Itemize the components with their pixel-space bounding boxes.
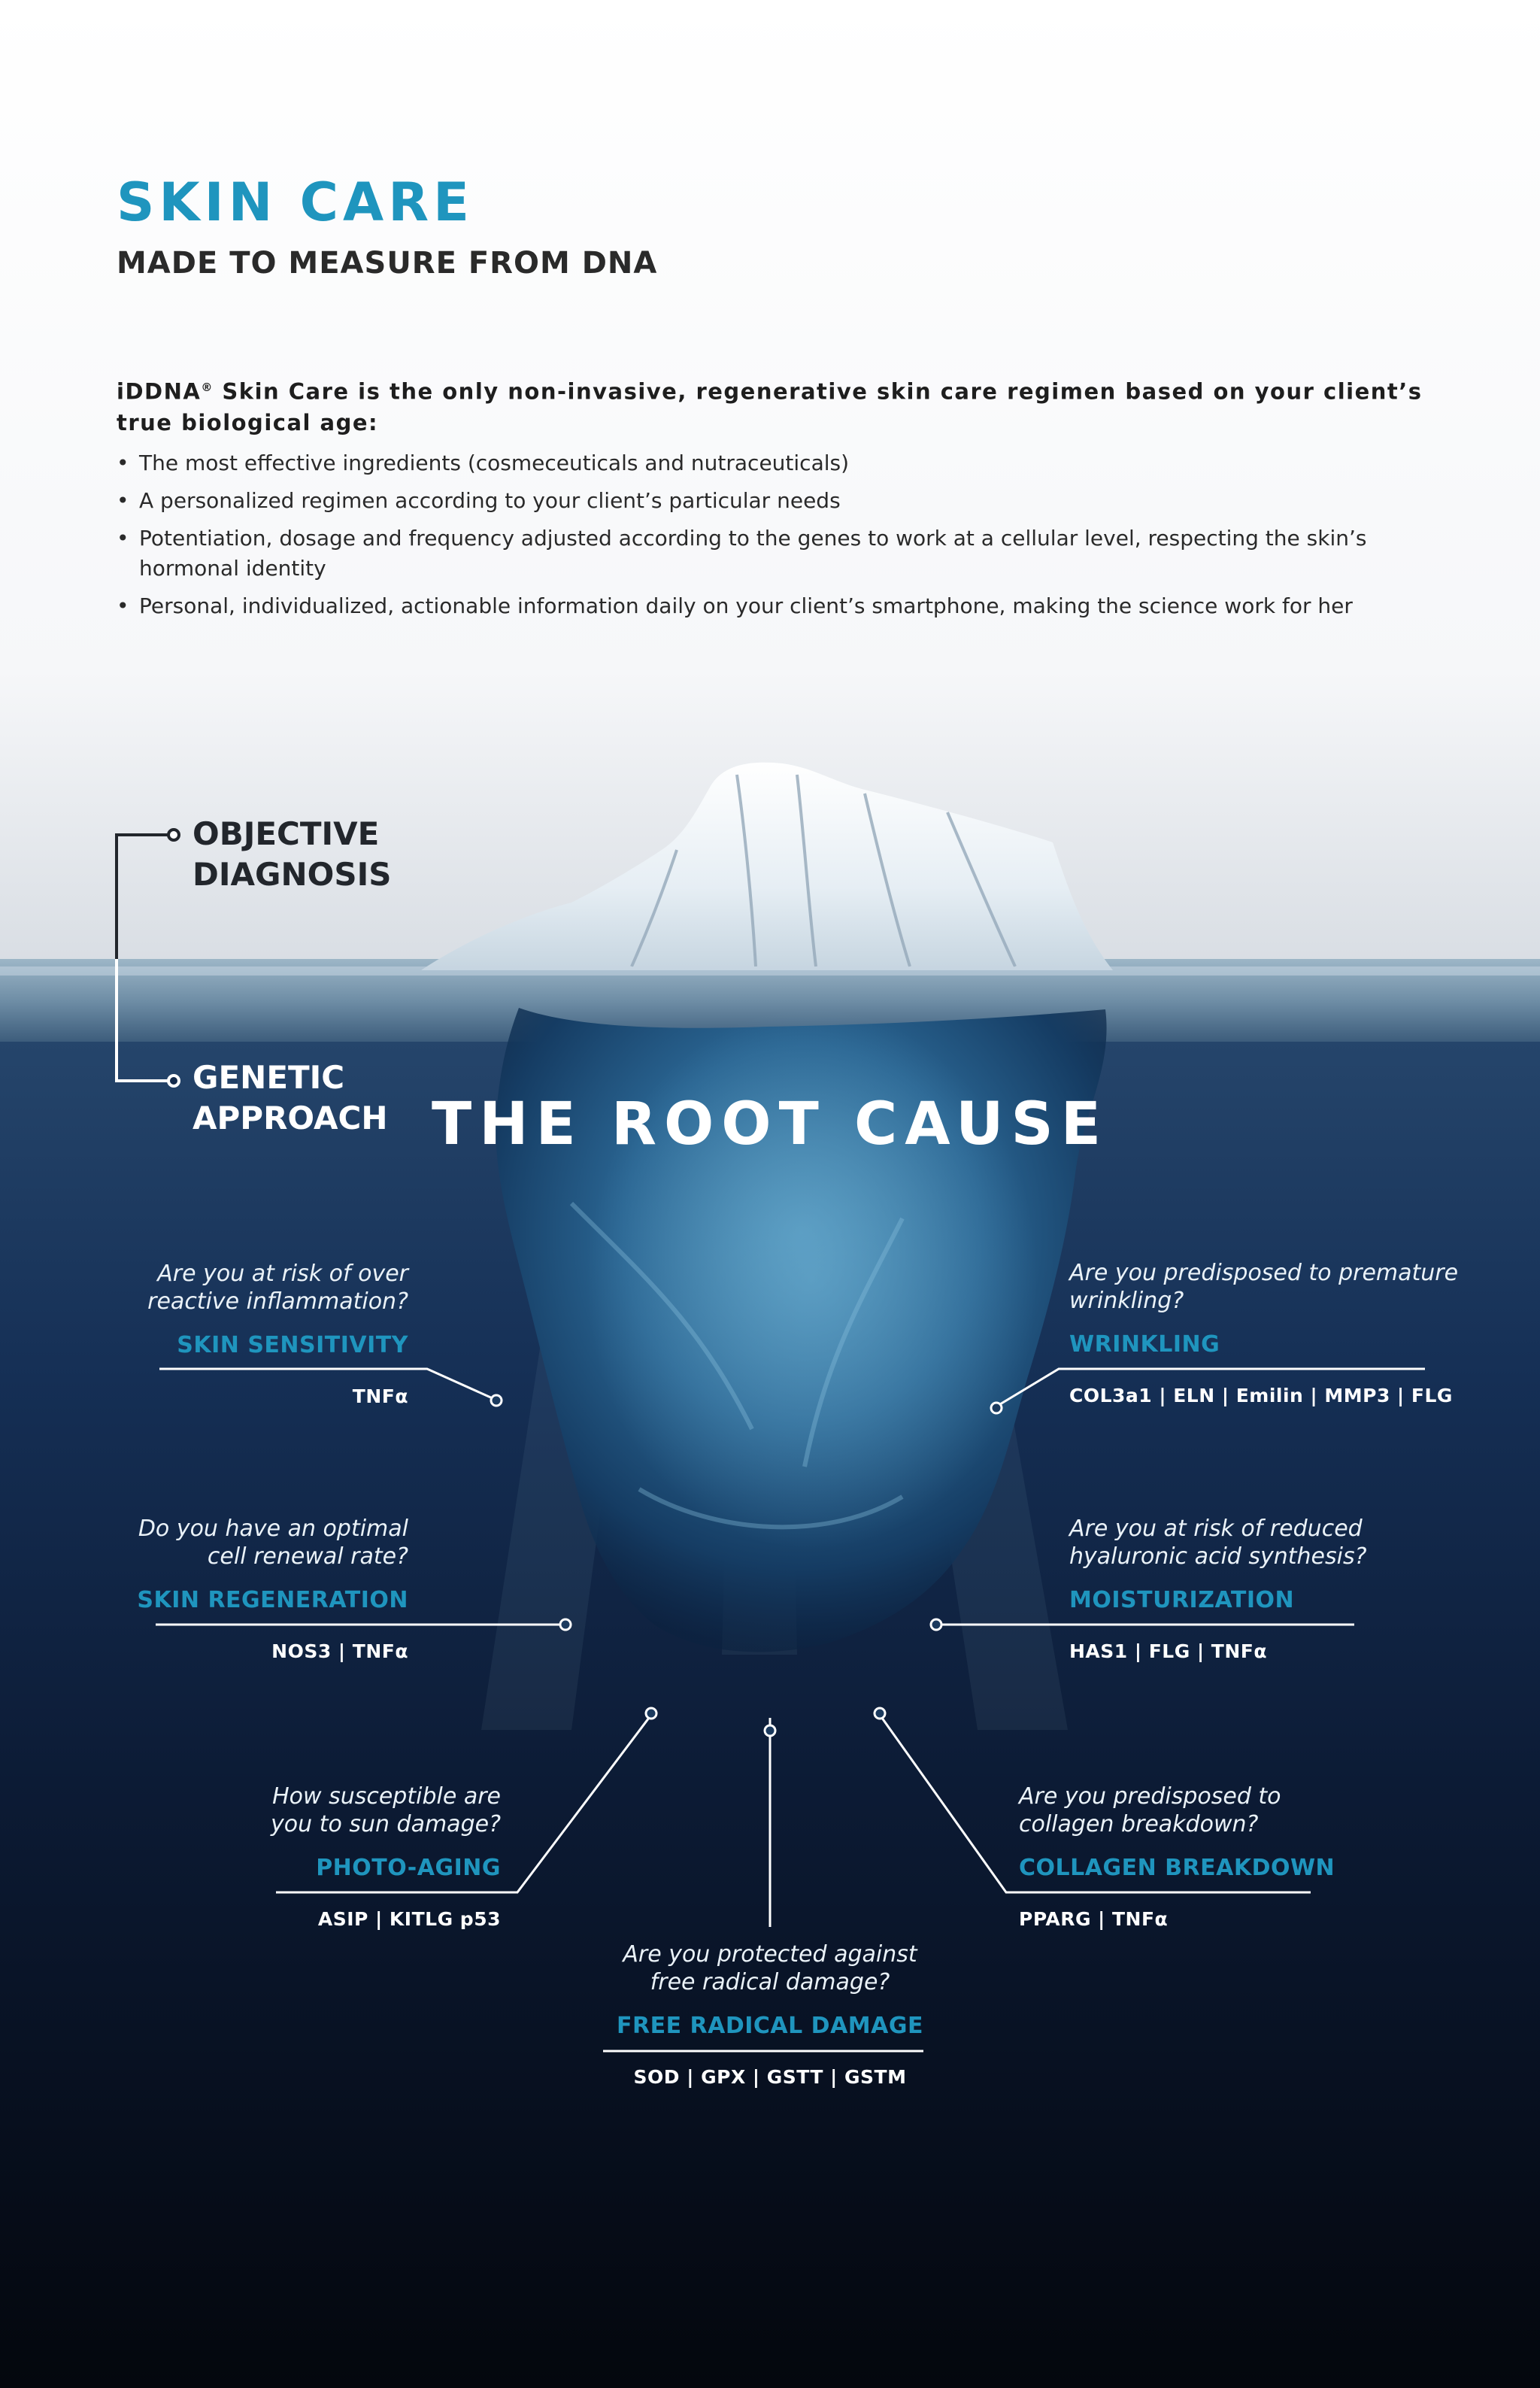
gene-list: HAS1 | FLG | TNFα <box>1069 1640 1268 1662</box>
page-title: SKIN CARE <box>117 171 474 233</box>
gene-list: TNFα <box>352 1385 408 1407</box>
callout-moisturization: Are you at risk of reduced hyaluronic ac… <box>1069 1516 1367 1662</box>
callout-skin-sensitivity: Are you at risk of over reactive inflamm… <box>147 1261 408 1407</box>
gene-list: PPARG | TNFα <box>1019 1908 1169 1930</box>
callout-heading: SKIN REGENERATION <box>137 1587 408 1613</box>
callout-photo-aging: How susceptible are you to sun damage? P… <box>271 1783 501 1930</box>
callout-heading: PHOTO-AGING <box>316 1855 501 1881</box>
callout-heading: FREE RADICAL DAMAGE <box>616 2013 923 2039</box>
gene-list: NOS3 | TNFα <box>271 1640 408 1662</box>
callout-wrinkling: Are you predisposed to premature wrinkli… <box>1069 1260 1459 1406</box>
sidebar-bracket <box>115 828 180 1088</box>
benefits-list: The most effective ingredients (cosmeceu… <box>117 448 1425 629</box>
intro-text: Skin Care is the only non-invasive, rege… <box>117 378 1423 435</box>
callout-heading: WRINKLING <box>1069 1331 1220 1358</box>
registered-mark: ® <box>201 381 214 394</box>
list-item: A personalized regimen according to your… <box>117 486 1425 516</box>
callout-leaders <box>156 1367 1425 2053</box>
page-subtitle: MADE TO MEASURE FROM DNA <box>117 246 658 281</box>
genetic-approach-label: GENETIC APPROACH <box>192 1059 388 1136</box>
objective-diagnosis-label: OBJECTIVE DIAGNOSIS <box>192 815 392 893</box>
gene-list: SOD | GPX | GSTT | GSTM <box>633 2066 907 2088</box>
callout-heading: COLLAGEN BREAKDOWN <box>1019 1855 1335 1881</box>
brand-name: iDDNA <box>117 378 202 405</box>
callout-dots <box>490 1394 1003 1737</box>
gene-list: ASIP | KITLG p53 <box>317 1908 501 1930</box>
leader-photo-aging <box>276 1714 653 1894</box>
callout-heading: MOISTURIZATION <box>1069 1587 1295 1613</box>
list-item: The most effective ingredients (cosmeceu… <box>117 448 1425 478</box>
leader-skin-sensitivity <box>159 1367 495 1400</box>
gene-list: COL3a1 | ELN | Emilin | MMP3 | FLG <box>1069 1385 1453 1406</box>
callout-skin-regeneration: Do you have an optimal cell renewal rate… <box>137 1516 408 1662</box>
callout-heading: SKIN SENSITIVITY <box>177 1332 408 1358</box>
root-cause-heading: THE ROOT CAUSE <box>432 1091 1108 1158</box>
list-item: Potentiation, dosage and frequency adjus… <box>117 523 1425 584</box>
intro-paragraph: iDDNA® Skin Care is the only non-invasiv… <box>117 372 1425 438</box>
callout-collagen-breakdown: Are you predisposed to collagen breakdow… <box>1019 1783 1335 1930</box>
list-item: Personal, individualized, actionable inf… <box>117 591 1425 621</box>
leader-collagen-breakdown <box>878 1714 1311 1894</box>
leader-wrinkling <box>996 1367 1425 1408</box>
callout-free-radical: Are you protected against free radical d… <box>582 1940 958 2088</box>
